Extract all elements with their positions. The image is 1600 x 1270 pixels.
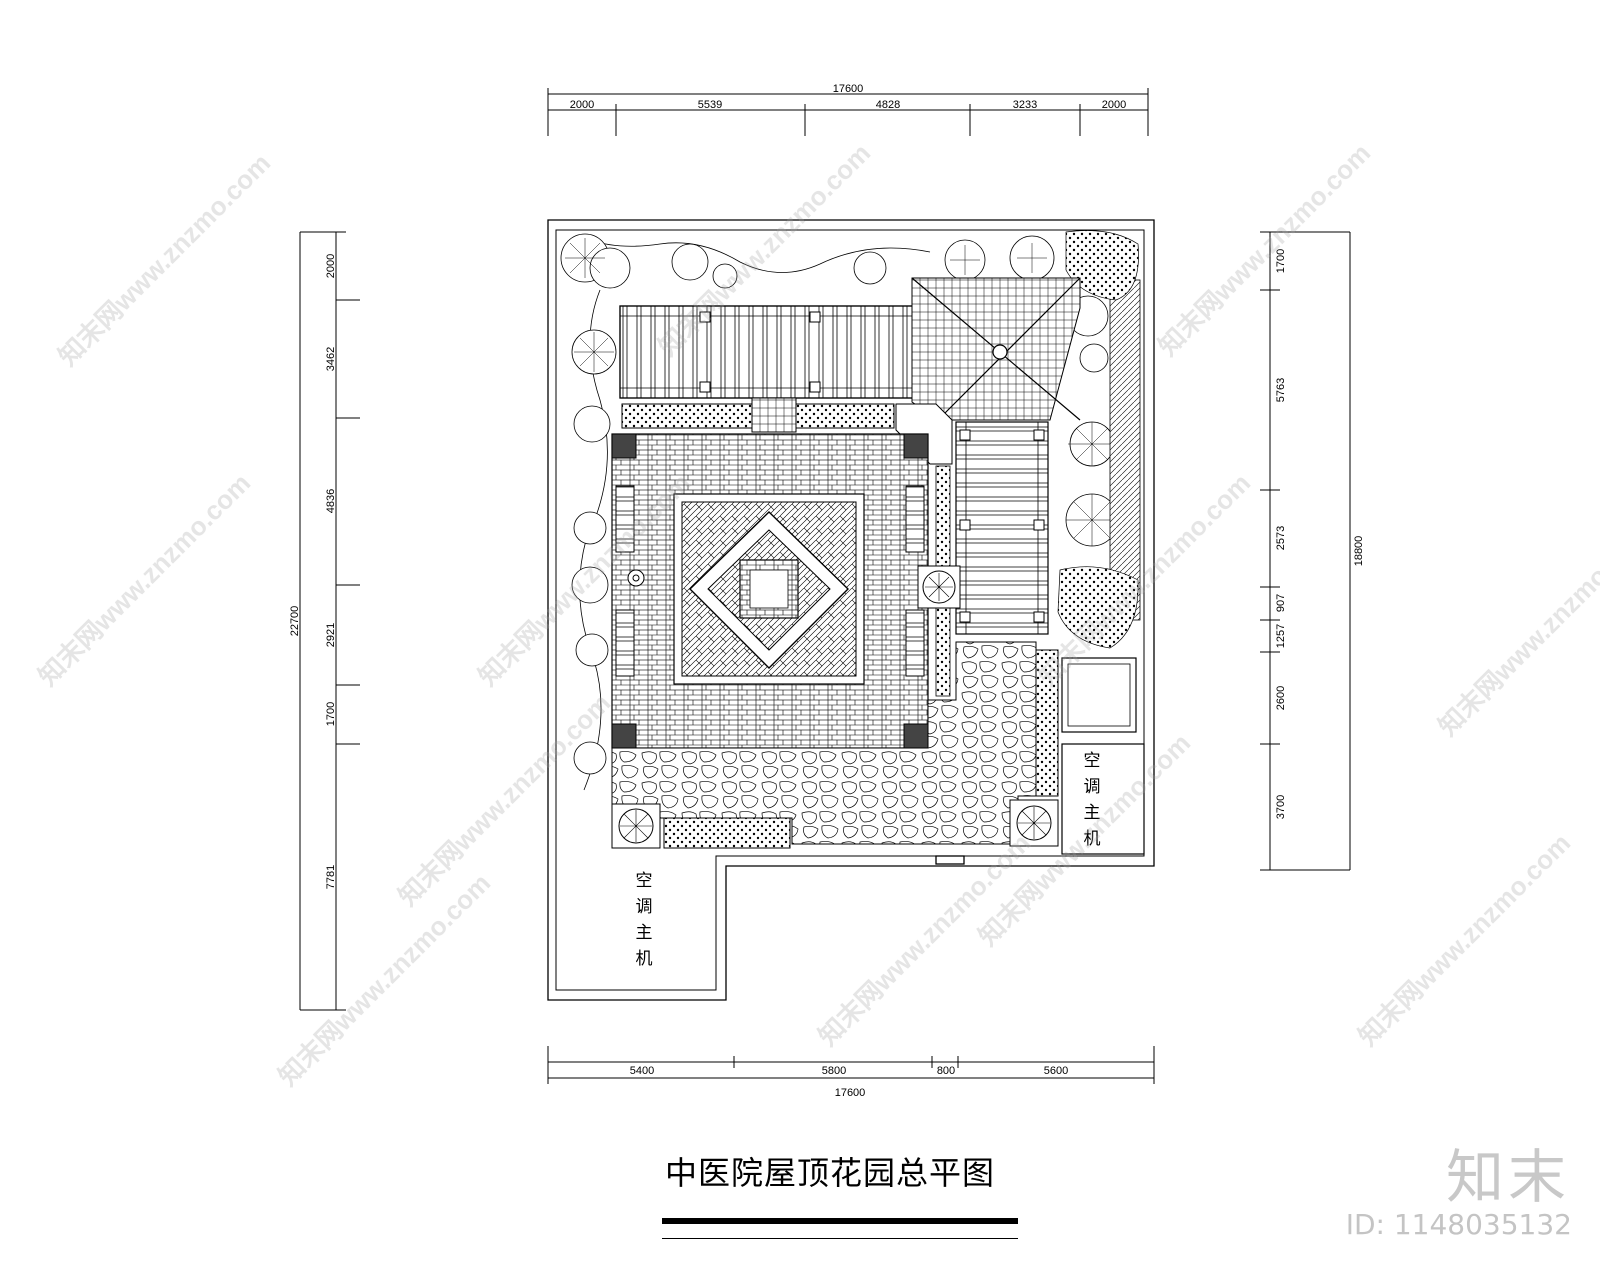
- dim-left-seg-2: 3462: [325, 347, 337, 371]
- dim-top-seg-2: 5539: [698, 99, 722, 111]
- dim-top-seg-3: 4828: [876, 99, 900, 111]
- bottom-planters: [611, 799, 1059, 849]
- dim-top-seg-1: 2000: [570, 99, 594, 111]
- bottom-dimension: [547, 1046, 1155, 1084]
- svg-text:主: 主: [636, 923, 653, 943]
- ac-unit-label-right: 空 调 主 机: [1084, 751, 1101, 849]
- ac-unit-label-left: 空 调 主 机: [636, 871, 653, 969]
- top-dimension-labels: 17600 2000 5539 4828 3233 2000: [570, 83, 1126, 111]
- pergola-top: [619, 305, 939, 399]
- shade-sail: [911, 277, 1081, 421]
- ac-room-right: [1061, 657, 1145, 855]
- svg-text:主: 主: [1084, 803, 1101, 823]
- title-underline-thin: [662, 1238, 1018, 1239]
- svg-text:调: 调: [1084, 777, 1101, 797]
- svg-text:调: 调: [636, 897, 653, 917]
- left-dimension-labels: 22700 2000 3462 4836 2921 1700 7781: [289, 254, 337, 889]
- svg-text:空: 空: [1084, 751, 1101, 771]
- brand-logo: 知末: [1445, 1143, 1570, 1211]
- dim-right-seg-5: 1257: [1275, 624, 1287, 648]
- planter-strip-top: [621, 397, 895, 433]
- dim-bottom-seg-4: 5600: [1044, 1065, 1068, 1077]
- dim-bottom-seg-2: 5800: [822, 1065, 846, 1077]
- planter-column: [1035, 649, 1059, 797]
- right-dimension: [1260, 231, 1351, 871]
- dim-right-seg-4: 907: [1275, 594, 1287, 612]
- shrub-bed-right: [1109, 279, 1141, 621]
- dim-right-total: 18800: [1353, 536, 1365, 567]
- planting-border: [560, 233, 1119, 791]
- tree-planter-mid: [917, 565, 961, 609]
- dim-left-seg-5: 1700: [325, 702, 337, 726]
- dim-top-seg-5: 2000: [1102, 99, 1126, 111]
- bottom-dimension-labels: 5400 5800 800 5600 17600: [630, 1065, 1068, 1099]
- svg-text:空: 空: [636, 871, 653, 891]
- top-dimension: [547, 88, 1149, 136]
- dense-shrub-clusters: [1057, 230, 1139, 649]
- dim-bottom-seg-1: 5400: [630, 1065, 654, 1077]
- dim-right-seg-2: 5763: [1275, 378, 1287, 402]
- svg-text:机: 机: [636, 949, 653, 969]
- dim-top-seg-4: 3233: [1013, 99, 1037, 111]
- site-boundary: [547, 219, 1155, 1001]
- title-underline-thick: [662, 1218, 1018, 1224]
- left-dimension: [299, 231, 360, 1011]
- dim-left-seg-6: 7781: [325, 865, 337, 889]
- dim-top-total: 17600: [833, 83, 864, 95]
- right-dimension-labels: 18800 1700 5763 2573 907 1257 2600 3700: [1275, 249, 1365, 819]
- dim-left-seg-4: 2921: [325, 623, 337, 647]
- brand-id: ID: 1148035132: [1345, 1208, 1572, 1241]
- dim-left-seg-3: 4836: [325, 489, 337, 513]
- dim-left-seg-1: 2000: [325, 254, 337, 278]
- central-plaza: [611, 433, 949, 749]
- dim-bottom-total: 17600: [835, 1087, 866, 1099]
- dim-left-total: 22700: [289, 606, 301, 637]
- drawing-title: 中医院屋顶花园总平图: [664, 1154, 995, 1192]
- svg-text:机: 机: [1084, 829, 1101, 849]
- dim-bottom-seg-3: 800: [937, 1065, 955, 1077]
- dim-right-seg-3: 2573: [1275, 526, 1287, 550]
- dim-right-seg-6: 2600: [1275, 686, 1287, 710]
- dim-right-seg-1: 1700: [1275, 249, 1287, 273]
- dim-right-seg-7: 3700: [1275, 795, 1287, 819]
